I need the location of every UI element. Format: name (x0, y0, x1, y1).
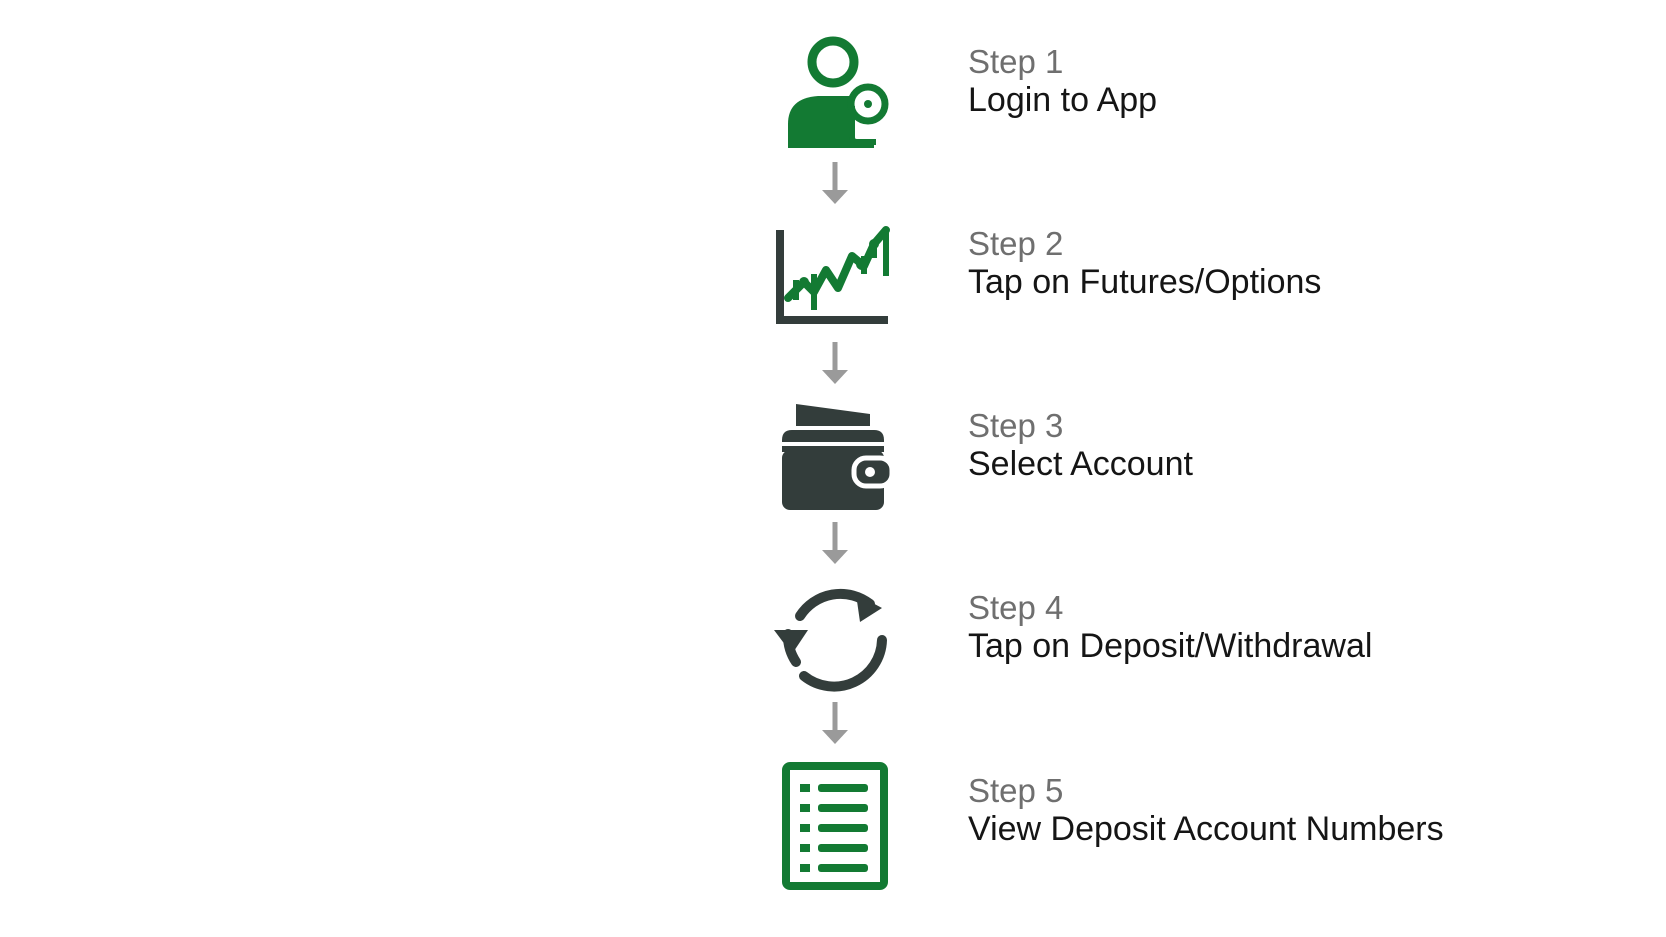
step-number: Step 1 (968, 43, 1064, 80)
document-list-icon (770, 760, 900, 890)
down-arrow-icon (818, 340, 852, 386)
rising-chart-icon (770, 200, 900, 330)
step-5: Step 5 View Deposit Account Numbers (968, 773, 1648, 849)
step-3: Step 3 Select Account (968, 408, 1648, 484)
step-2: Step 2 Tap on Futures/Options (968, 226, 1648, 302)
step-4: Step 4 Tap on Deposit/Withdrawal (968, 590, 1648, 666)
step-number: Step 5 (968, 772, 1064, 809)
refresh-cycle-icon (770, 572, 900, 702)
step-1: Step 1 Login to App (968, 44, 1648, 120)
wallet-icon (770, 392, 900, 522)
step-label: Tap on Futures/Options (968, 263, 1322, 301)
step-label: Tap on Deposit/Withdrawal (968, 627, 1373, 665)
user-login-icon (770, 24, 900, 154)
down-arrow-icon (818, 520, 852, 566)
step-number: Step 4 (968, 589, 1064, 626)
step-label: View Deposit Account Numbers (968, 810, 1444, 848)
step-number: Step 2 (968, 225, 1064, 262)
step-number: Step 3 (968, 407, 1064, 444)
step-label: Select Account (968, 445, 1193, 483)
down-arrow-icon (818, 700, 852, 746)
down-arrow-icon (818, 160, 852, 206)
step-label: Login to App (968, 81, 1158, 119)
